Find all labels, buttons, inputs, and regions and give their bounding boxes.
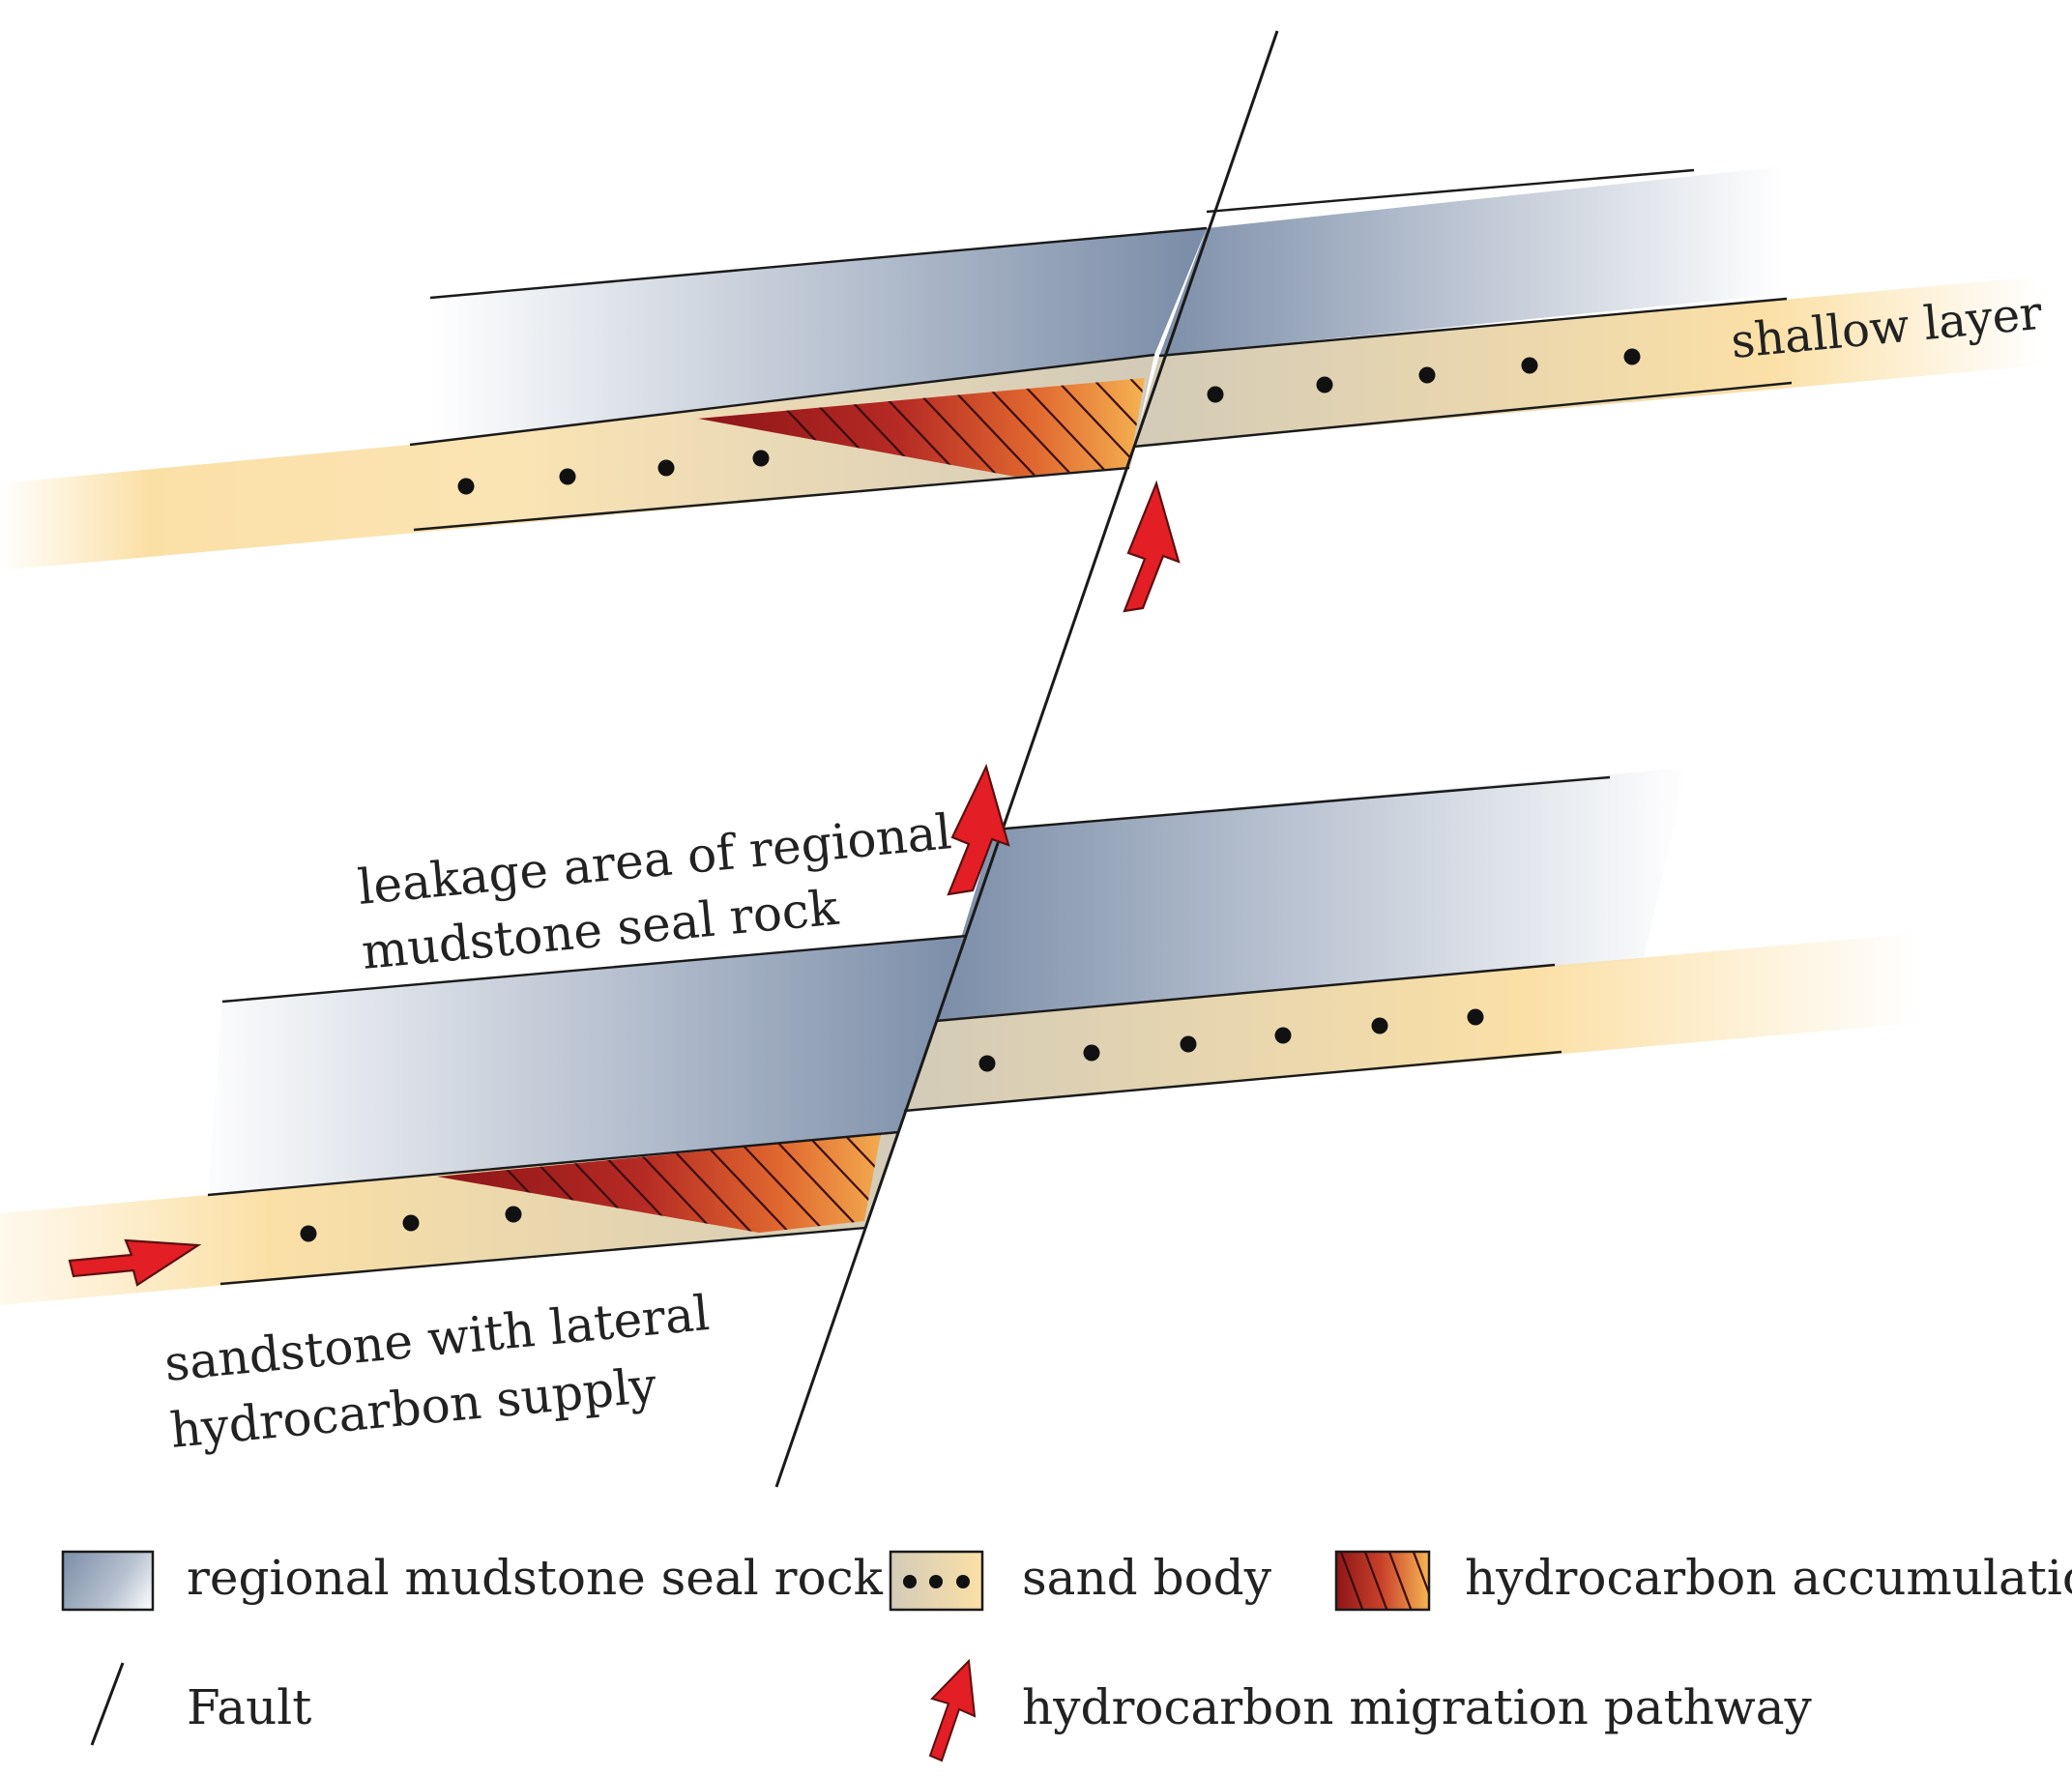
- lower-left-seal-base: [207, 1130, 900, 1197]
- lower-right-sand-body: [904, 933, 1919, 1111]
- legend-sand-dots: [903, 1575, 970, 1588]
- upper-right-seal-top: [1206, 168, 1695, 214]
- upper-right-mudstone-seal: [1159, 166, 1784, 356]
- legend-migration-label: hydrocarbon migration pathway: [1022, 1679, 1813, 1735]
- upper-hydrocarbon-accumulation: [698, 378, 1145, 477]
- migration-arrow-left: [68, 1238, 202, 1287]
- lower-right-mudstone-seal: [936, 768, 1687, 1021]
- migration-arrows: [68, 480, 1181, 1287]
- lower-right-seal-base: [935, 963, 1556, 1023]
- legend-accumulation-label: hydrocarbon accumulation: [1465, 1550, 2072, 1606]
- lower-right-sand-base: [903, 1050, 1562, 1113]
- lower-left-mudstone-seal: [208, 936, 967, 1195]
- legend-seal-rock-swatch: [61, 1550, 155, 1612]
- legend: regional mudstone seal rock sand body hy…: [61, 1550, 2072, 1762]
- lower-layer: [0, 768, 1919, 1305]
- lower-left-seal-top: [221, 934, 968, 1004]
- lower-right-seal-top: [993, 775, 1611, 831]
- upper-right-seal-base: [1158, 297, 1788, 358]
- legend-accumulation-swatch: [1334, 1550, 1431, 1612]
- legend-sand-body-label: sand body: [1022, 1550, 1272, 1606]
- upper-layer: [0, 166, 2040, 570]
- upper-right-sand-base: [1132, 381, 1793, 449]
- legend-seal-rock-label: regional mudstone seal rock: [187, 1550, 884, 1606]
- migration-arrow-middle: [947, 763, 1010, 896]
- upper-right-sand-body: [1133, 277, 2040, 447]
- legend-fault-label: Fault: [187, 1679, 311, 1735]
- upper-sand-dots: [457, 348, 1641, 495]
- fault-line: [774, 30, 1279, 1488]
- upper-left-seal-top: [429, 226, 1208, 300]
- lower-left-sand-base: [219, 1226, 866, 1286]
- upper-left-seal-base: [409, 353, 1155, 447]
- legend-fault-symbol: [90, 1662, 125, 1746]
- migration-arrow-upper: [1123, 480, 1181, 613]
- upper-left-sand-base: [413, 466, 1130, 532]
- legend-migration-arrow-icon: [928, 1658, 977, 1762]
- lower-sand-dots: [300, 1008, 1484, 1242]
